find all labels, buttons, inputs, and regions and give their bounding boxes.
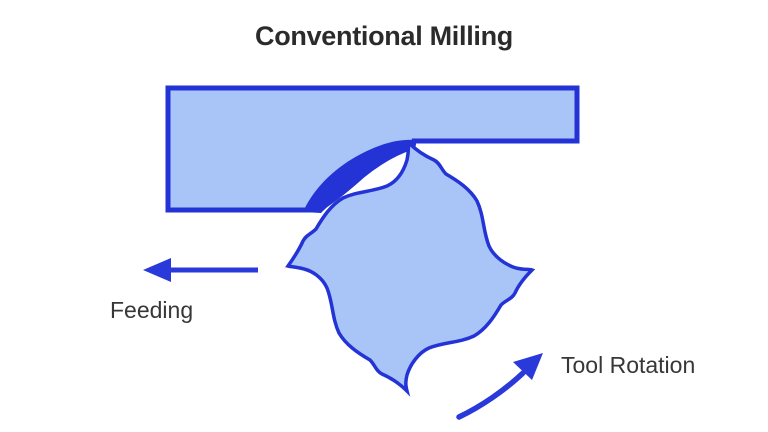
feeding-label: Feeding — [110, 297, 194, 323]
tool-rotation-arrow-curve — [456, 370, 526, 420]
diagram-title: Conventional Milling — [255, 21, 513, 51]
tool-rotation-arrow — [456, 353, 543, 420]
feeding-arrow — [143, 258, 258, 282]
tool-rotation-label: Tool Rotation — [561, 352, 696, 378]
milling-cutter — [285, 139, 536, 397]
tool-rotation-arrowhead — [513, 353, 543, 380]
chip — [303, 139, 414, 213]
feeding-arrowhead — [143, 258, 171, 282]
